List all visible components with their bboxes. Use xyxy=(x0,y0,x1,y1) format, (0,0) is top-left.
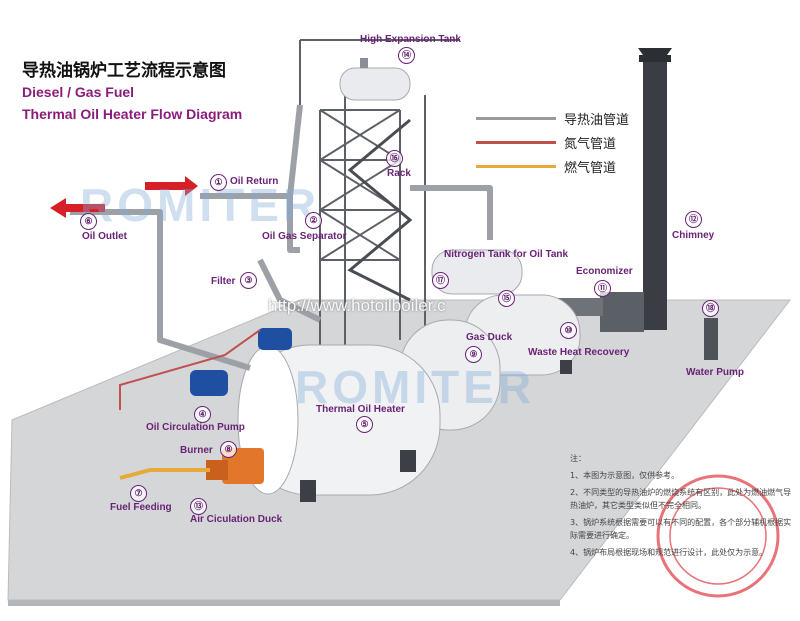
legend-nitrogen-pipe: 氮气管道 xyxy=(476,130,629,154)
callout-8-number: ⑧ xyxy=(220,441,237,458)
expansion-tank xyxy=(339,58,411,101)
callout-7-label: Fuel Feeding xyxy=(110,502,172,513)
oil-circulation-pump xyxy=(190,328,292,396)
callout-10-number: ⑩ xyxy=(560,322,577,339)
callout-16-label: Rack xyxy=(387,168,411,179)
callout-14-number: ⑭ xyxy=(398,47,415,64)
staircase xyxy=(347,118,413,302)
notes-title: 注： xyxy=(570,454,586,463)
callout-12-label: Chimney xyxy=(672,230,715,241)
callout-1-number: ① xyxy=(210,174,227,191)
legend-swatch-gas xyxy=(476,164,556,168)
legend-swatch-oil xyxy=(476,116,556,120)
callout-15-number: ⑮ xyxy=(498,290,515,307)
nitrogen-pipe xyxy=(119,329,261,410)
callout-11-label: Economizer xyxy=(576,266,633,277)
callout-6-label: Oil Outlet xyxy=(82,231,127,242)
watermark-url: http://www.hotoilboiler.c xyxy=(268,296,446,315)
legend-label-oil: 导热油管道 xyxy=(564,112,630,128)
callout-17-number: ⑰ xyxy=(432,272,449,289)
flow-arrows xyxy=(50,176,198,218)
oil-pipes xyxy=(70,104,493,371)
chimney xyxy=(638,48,672,330)
callout-2-label: Oil Gas Separator xyxy=(262,231,347,242)
title-english-line1: Diesel / Gas Fuel xyxy=(22,84,135,100)
callout-10-label: Waste Heat Recovery xyxy=(528,347,630,358)
note-4: 4、锅炉布局根据现场和规范进行设计，此处仅为示意。 xyxy=(570,548,768,557)
callout-9-label: Gas Duck xyxy=(466,332,513,343)
pipe-legend: 导热油管道 氮气管道 燃气管道 xyxy=(476,106,629,178)
note-1: 1、本图为示意图，仅供参考。 xyxy=(570,471,680,480)
watermark-brand-top: ROMITER xyxy=(80,179,321,231)
callout-5-number: ⑤ xyxy=(356,416,373,433)
callout-2-number: ② xyxy=(305,212,322,229)
callout-12-number: ⑫ xyxy=(685,211,702,228)
watermark-brand-bottom: ROMITER xyxy=(295,361,536,413)
callout-3-label: Filter xyxy=(211,276,236,287)
legend-label-gas: 燃气管道 xyxy=(564,160,617,176)
callout-5-label: Thermal Oil Heater xyxy=(316,404,405,415)
water-pump xyxy=(704,318,718,360)
callout-1-label: Oil Return xyxy=(230,176,279,187)
callout-6-number: ⑥ xyxy=(80,213,97,230)
callout-18-label: Water Pump xyxy=(686,367,744,378)
callout-3-number: ③ xyxy=(240,272,257,289)
callout-11-number: ⑪ xyxy=(594,280,611,297)
callout-4-number: ④ xyxy=(194,406,211,423)
protection-stamp xyxy=(656,474,780,598)
legend-oil-pipe: 导热油管道 xyxy=(476,106,629,130)
callout-9-number: ⑨ xyxy=(465,346,482,363)
callout-16-number: ⑯ xyxy=(386,150,403,167)
gas-pipe xyxy=(119,468,210,480)
callout-13-number: ⑬ xyxy=(190,498,207,515)
callout-18-number: ⑱ xyxy=(702,300,719,317)
legend-label-nitrogen: 氮气管道 xyxy=(564,136,617,152)
callout-14-label: High Expansion Tank xyxy=(360,34,461,45)
floor-edge xyxy=(8,600,560,606)
callout-4-label: Oil Circulation Pump xyxy=(146,422,245,433)
notes-section: 注： 1、本图为示意图，仅供参考。 2、不同类型的导热油炉的燃烧系统有区别，此处… xyxy=(570,452,796,563)
callout-13-label: Air Ciculation Duck xyxy=(190,514,283,525)
nitrogen-tank xyxy=(431,249,523,295)
callout-17-label: Nitrogen Tank for Oil Tank xyxy=(444,249,569,260)
title-chinese: 导热油锅炉工艺流程示意图 xyxy=(22,61,226,81)
note-2: 2、不同类型的导热油炉的燃烧系统有区别，此处为燃油燃气导热油炉，其它类型类似但不… xyxy=(570,488,792,510)
legend-swatch-nitrogen xyxy=(476,140,556,144)
callout-7-number: ⑦ xyxy=(130,485,147,502)
legend-gas-pipe: 燃气管道 xyxy=(476,154,629,178)
note-3: 3、锅炉系统根据需要可以有不同的配置，各个部分辅机根据实际需要进行确定。 xyxy=(570,518,792,540)
title-english-line2: Thermal Oil Heater Flow Diagram xyxy=(22,106,243,122)
callout-8-label: Burner xyxy=(180,445,213,456)
